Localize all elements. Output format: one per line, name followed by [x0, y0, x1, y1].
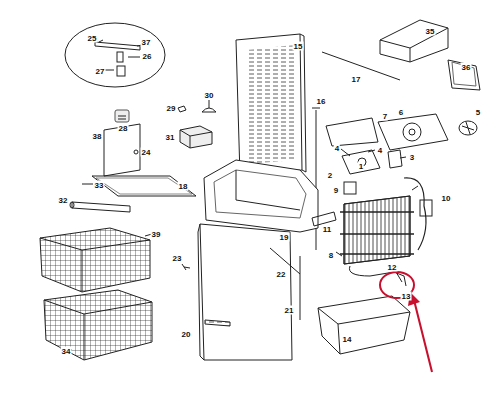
callout-number: 25 [87, 34, 98, 43]
callout-number: 19 [279, 233, 290, 242]
callout-number: 34 [61, 347, 72, 356]
callout-number: 5 [475, 108, 481, 117]
callout-number: 11 [322, 225, 332, 234]
callout-number: 4 [334, 144, 340, 153]
callout-number: 2 [327, 171, 333, 180]
callout-number: 4 [377, 146, 383, 155]
callout-number: 31 [165, 133, 176, 142]
callout-number: 12 [387, 263, 398, 272]
callout-number: 8 [328, 251, 334, 260]
callout-number: 9 [333, 186, 339, 195]
callout-number: 13 [401, 292, 412, 301]
callout-number: 20 [181, 330, 192, 339]
callout-number: 29 [166, 104, 177, 113]
callout-number: 10 [441, 194, 452, 203]
callout-number: 14 [342, 335, 353, 344]
callout-number: 33 [94, 181, 105, 190]
callout-number: 30 [204, 91, 215, 100]
callout-number: 24 [141, 148, 152, 157]
callout-number: 7 [382, 112, 388, 121]
callout-number: 37 [141, 38, 152, 47]
callout-number: 15 [293, 42, 304, 51]
callout-number: 1 [358, 162, 364, 171]
callout-number: 21 [284, 306, 295, 315]
callout-number: 22 [276, 270, 287, 279]
callout-number: 32 [58, 196, 69, 205]
callout-number: 26 [142, 52, 153, 61]
callout-number: 18 [178, 182, 189, 191]
callout-number: 35 [425, 27, 436, 36]
callout-number: 36 [461, 63, 472, 72]
callout-number: 28 [118, 124, 129, 133]
callout-number: 16 [316, 97, 327, 106]
callout-number: 3 [409, 153, 415, 162]
callout-number: 38 [92, 132, 103, 141]
callout-number: 27 [95, 67, 106, 76]
callout-number: 17 [351, 75, 362, 84]
callout-number: 23 [172, 254, 183, 263]
callout-number: 6 [398, 108, 404, 117]
callout-number: 39 [151, 230, 162, 239]
